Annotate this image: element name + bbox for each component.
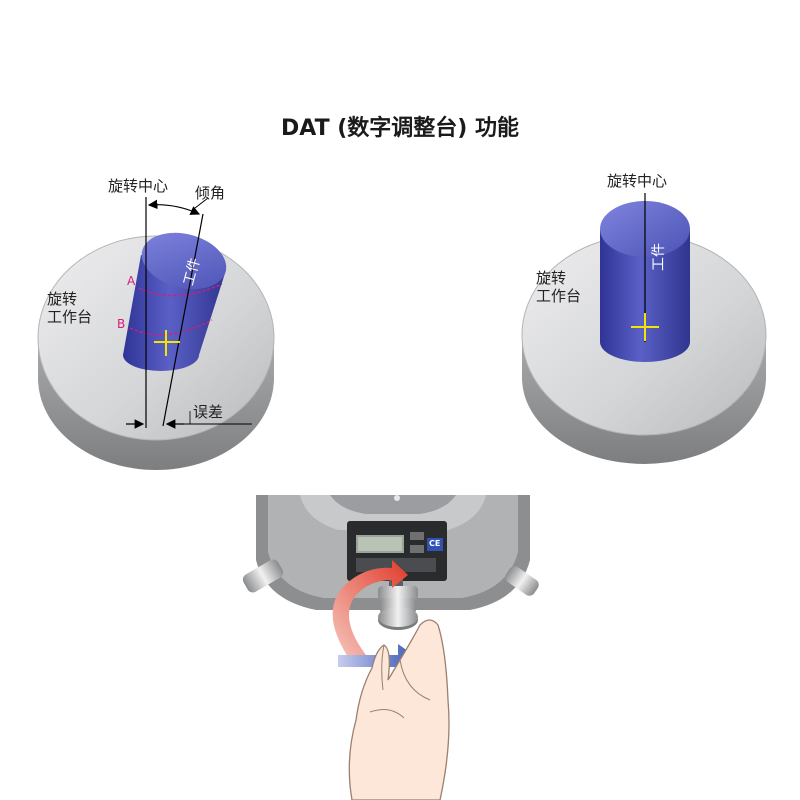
right-aligned-workpiece: [600, 193, 690, 362]
tilt-angle-arc: [147, 197, 209, 215]
hand-illustration: [348, 619, 450, 800]
page-title: DAT (数字调整台) 功能: [280, 116, 519, 141]
error-label: 误差: [193, 403, 224, 421]
left-table-label-line1: 旋转: [47, 290, 78, 308]
error-dimension: [126, 411, 252, 429]
right-table-label-line1: 旋转: [536, 269, 567, 287]
section-b-label: B: [117, 317, 126, 331]
rotate-red-arrow: [332, 560, 408, 660]
right-table-label-line2: 工作台: [536, 287, 582, 305]
device-display-tag: CE: [429, 539, 441, 548]
left-table-label-line2: 工作台: [47, 308, 93, 326]
dat-device-photo: [242, 495, 539, 630]
right-workpiece-label: 工件: [651, 243, 667, 271]
right-rotation-center-label: 旋转中心: [607, 172, 668, 190]
left-rotation-center-label: 旋转中心: [108, 177, 169, 195]
tilt-angle-label: 倾角: [195, 184, 226, 202]
section-a-label: A: [127, 274, 136, 288]
